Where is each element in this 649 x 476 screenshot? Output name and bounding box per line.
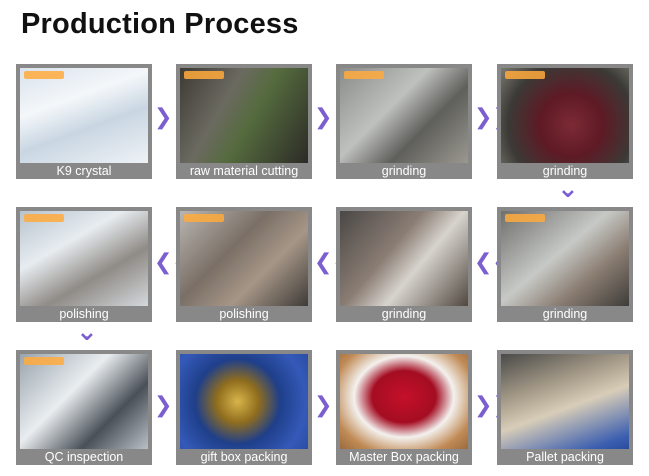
step-caption: Master Box packing: [349, 450, 459, 464]
brand-logo: [344, 71, 384, 79]
brand-logo: [24, 71, 64, 79]
grinding-photo: [340, 211, 468, 306]
grinding-photo: [340, 68, 468, 163]
polishing-photo: [20, 211, 148, 306]
step-caption: grinding: [381, 307, 427, 321]
step-gift-box-packing: gift box packing: [176, 350, 312, 465]
page-title: Production Process: [21, 8, 299, 40]
step-grinding-2: grinding: [497, 64, 633, 179]
gift-box-packing-photo: [180, 354, 308, 449]
raw-material-cutting-photo: [180, 68, 308, 163]
step-polishing-2: polishing: [16, 207, 152, 322]
step-caption: gift box packing: [200, 450, 288, 464]
brand-logo: [505, 214, 545, 222]
step-caption: raw material cutting: [189, 164, 299, 178]
master-box-packing-photo: [340, 354, 468, 449]
step-qc-inspection: QC inspection: [16, 350, 152, 465]
brand-logo: [505, 71, 545, 79]
step-caption: polishing: [219, 307, 269, 321]
arrow-down-icon: ⌄: [557, 174, 579, 204]
step-caption: polishing: [59, 307, 109, 321]
grinding-photo: [501, 211, 629, 306]
step-raw-material-cutting: raw material cutting: [176, 64, 312, 179]
step-caption: grinding: [542, 164, 588, 178]
step-grinding-3: grinding: [497, 207, 633, 322]
brand-logo: [24, 214, 64, 222]
step-grinding-1: grinding: [336, 64, 472, 179]
step-caption: K9 crystal: [56, 164, 112, 178]
polishing-photo: [180, 211, 308, 306]
brand-logo: [24, 357, 64, 365]
brand-logo: [184, 214, 224, 222]
k9-crystal-photo: [20, 68, 148, 163]
step-polishing-1: polishing: [176, 207, 312, 322]
grinding-photo: [501, 68, 629, 163]
arrow-down-icon: ⌄: [76, 317, 98, 347]
step-caption: QC inspection: [44, 450, 124, 464]
step-caption: Pallet packing: [526, 450, 604, 464]
qc-inspection-photo: [20, 354, 148, 449]
step-caption: grinding: [542, 307, 588, 321]
step-pallet-packing: Pallet packing: [497, 350, 633, 465]
step-k9-crystal: K9 crystal: [16, 64, 152, 179]
brand-logo: [184, 71, 224, 79]
step-grinding-4: grinding: [336, 207, 472, 322]
step-master-box-packing: Master Box packing: [336, 350, 472, 465]
step-caption: grinding: [381, 164, 427, 178]
pallet-packing-photo: [501, 354, 629, 449]
